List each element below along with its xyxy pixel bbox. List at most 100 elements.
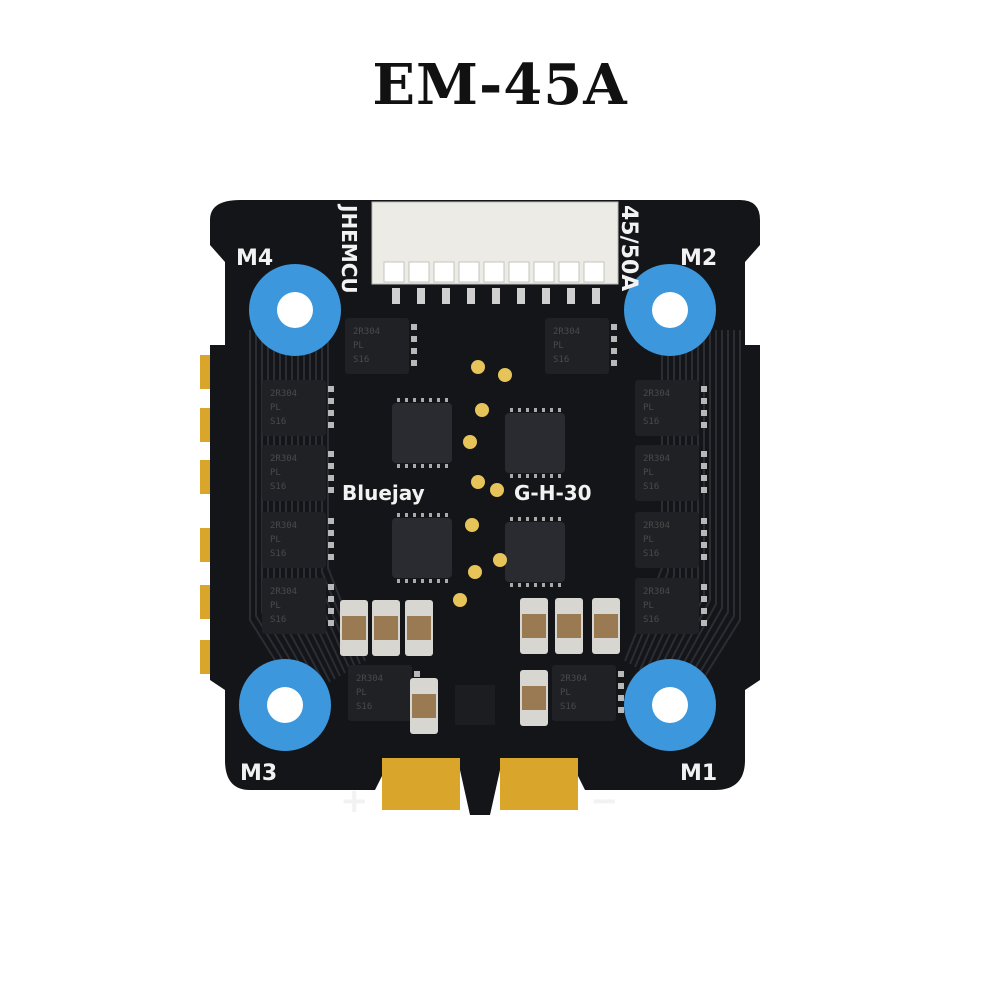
mosfet-chip <box>635 445 699 501</box>
ic-pin <box>550 474 553 478</box>
mosfet-chip <box>635 578 699 634</box>
chip-marking: 2R304 <box>643 587 670 597</box>
chip-lead <box>328 596 334 602</box>
ic-pin <box>445 513 448 517</box>
chip-lead <box>618 707 624 713</box>
connector-pin <box>433 261 455 283</box>
mounting-hole <box>267 687 303 723</box>
pcb-trace <box>684 330 735 698</box>
chip-marking: S16 <box>643 417 659 427</box>
chip-marking: S16 <box>553 355 569 365</box>
ic-pin <box>542 474 545 478</box>
ic-pin <box>397 398 400 402</box>
ic-pin <box>542 408 545 412</box>
mosfet-chip <box>348 665 412 721</box>
ic-pin <box>558 408 561 412</box>
ic-pin <box>518 517 521 521</box>
chip-marking: 2R304 <box>270 389 297 399</box>
ic-pin <box>558 517 561 521</box>
chip-lead <box>328 542 334 548</box>
chip-lead <box>701 596 707 602</box>
mosfet-chip <box>552 665 616 721</box>
connector-pin <box>558 261 580 283</box>
test-point <box>490 483 504 497</box>
capacitor-body <box>412 694 436 718</box>
ic-pin <box>526 583 529 587</box>
chip-lead <box>328 584 334 590</box>
capacitor-body <box>522 614 546 638</box>
driver-ic <box>505 522 565 582</box>
chip-marking: PL <box>270 403 281 413</box>
chip-marking: S16 <box>643 615 659 625</box>
chip-marking: S16 <box>270 417 286 427</box>
chip-lead <box>328 422 334 428</box>
ic-pin <box>445 464 448 468</box>
chip-lead <box>701 530 707 536</box>
test-point <box>453 593 467 607</box>
chip-lead <box>701 398 707 404</box>
power-pad-negative <box>500 758 578 810</box>
chip-lead <box>701 475 707 481</box>
capacitor-body <box>374 616 398 640</box>
test-point <box>468 565 482 579</box>
ic-pin <box>429 398 432 402</box>
chip-marking: PL <box>270 601 281 611</box>
chip-lead <box>328 475 334 481</box>
chip-lead <box>328 554 334 560</box>
chip-lead <box>701 542 707 548</box>
ic-pin <box>429 464 432 468</box>
chip-marking: 2R304 <box>356 674 383 684</box>
chip-marking: PL <box>356 688 367 698</box>
label-m2: M2 <box>680 246 717 271</box>
ic-pin <box>405 464 408 468</box>
ic-pin <box>429 513 432 517</box>
chip-lead <box>411 360 417 366</box>
mounting-hole <box>652 292 688 328</box>
connector-pin <box>458 261 480 283</box>
label-m4: M4 <box>236 246 273 271</box>
capacitor-body <box>342 616 366 640</box>
connector-lead <box>542 288 550 304</box>
capacitor-body <box>522 686 546 710</box>
chip-marking: 2R304 <box>643 454 670 464</box>
mosfet-chip <box>262 578 326 634</box>
chip-lead <box>328 518 334 524</box>
chip-lead <box>611 336 617 342</box>
chip-lead <box>701 518 707 524</box>
connector-lead <box>592 288 600 304</box>
ic-pin <box>429 579 432 583</box>
ic-pin <box>518 583 521 587</box>
chip-marking: 2R304 <box>270 521 297 531</box>
chip-lead <box>701 487 707 493</box>
label-negative: − <box>590 781 619 821</box>
chip-lead <box>411 348 417 354</box>
connector-pin <box>483 261 505 283</box>
chip-lead <box>701 584 707 590</box>
driver-ic <box>505 413 565 473</box>
ic-pin <box>558 474 561 478</box>
ic-pin <box>421 579 424 583</box>
ic-pin <box>510 474 513 478</box>
ic-pin <box>526 517 529 521</box>
connector-lead <box>567 288 575 304</box>
chip-lead <box>328 608 334 614</box>
chip-marking: S16 <box>643 482 659 492</box>
connector-pin <box>408 261 430 283</box>
mounting-hole <box>652 687 688 723</box>
chip-marking: 2R304 <box>553 327 580 337</box>
mounting-hole <box>277 292 313 328</box>
test-point <box>498 368 512 382</box>
ic-pin <box>542 517 545 521</box>
chip-lead <box>611 324 617 330</box>
pcb-trace <box>674 330 723 692</box>
connector-pin <box>583 261 605 283</box>
chip-marking: S16 <box>356 702 372 712</box>
ic-pin <box>550 517 553 521</box>
chip-lead <box>701 386 707 392</box>
test-point <box>493 553 507 567</box>
ic-pin <box>526 474 529 478</box>
ic-pin <box>542 583 545 587</box>
ic-pin <box>445 579 448 583</box>
label-m1: M1 <box>680 761 717 786</box>
